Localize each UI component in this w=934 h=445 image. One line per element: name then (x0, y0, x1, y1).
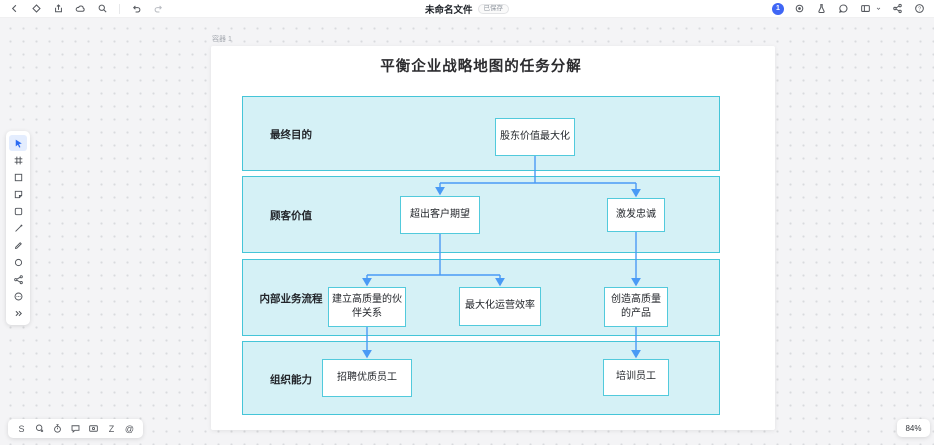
diagram-node[interactable]: 建立高质量的伙伴关系 (328, 287, 406, 327)
document-title-area: 未命名文件 已保存 (424, 0, 510, 18)
diagram-title[interactable]: 平衡企业战略地图的任务分解 (380, 59, 582, 75)
diagram-node[interactable]: 激发忠诚 (607, 198, 665, 232)
shapes-icon[interactable] (30, 2, 43, 15)
diagram-node[interactable]: 招聘优质员工 (322, 359, 412, 397)
more-tools-icon[interactable] (9, 288, 27, 304)
diagram-node[interactable]: 股东价值最大化 (495, 118, 575, 156)
left-tool-panel (6, 131, 30, 325)
timer-icon[interactable] (51, 422, 64, 435)
save-status-badge: 已保存 (477, 3, 510, 15)
top-toolbar: 未命名文件 已保存 1 ? (0, 0, 934, 18)
diagram-node[interactable]: 最大化运营效率 (459, 287, 541, 326)
diagram-node[interactable]: 培训员工 (603, 359, 669, 396)
expand-panel-icon[interactable] (9, 305, 27, 321)
topbar-right-group: 1 ? (772, 2, 926, 15)
search-icon[interactable] (96, 2, 109, 15)
pencil-tool-icon[interactable] (9, 237, 27, 253)
diagram-node[interactable]: 超出客户期望 (400, 196, 480, 234)
comment-icon[interactable] (837, 2, 850, 15)
screen-record-icon[interactable] (87, 422, 100, 435)
redo-icon[interactable] (152, 2, 165, 15)
artboard-frame[interactable]: 平衡企业战略地图的任务分解 最终目的 顾客价值 内部业务流程 组织能力 (211, 46, 775, 430)
shape-tool-icon[interactable] (9, 169, 27, 185)
cloud-sync-icon[interactable] (74, 2, 87, 15)
back-icon[interactable] (8, 2, 21, 15)
document-title[interactable]: 未命名文件 (424, 5, 473, 16)
chevron-down-icon[interactable] (875, 2, 882, 15)
lane-label[interactable]: 组织能力 (270, 374, 312, 386)
topbar-left-group (8, 2, 165, 15)
lane-label[interactable]: 顾客价值 (270, 210, 312, 222)
beta-flask-icon[interactable] (815, 2, 828, 15)
connector-tool-icon[interactable] (9, 271, 27, 287)
undo-icon[interactable] (130, 2, 143, 15)
lasso-select-icon[interactable] (33, 422, 46, 435)
help-icon[interactable]: ? (913, 2, 926, 15)
lane-label[interactable]: 内部业务流程 (259, 293, 323, 305)
comment-tool-icon[interactable] (69, 422, 82, 435)
topbar-divider (119, 3, 120, 14)
diagram-node[interactable]: 创造高质量的产品 (604, 287, 668, 327)
frame-label[interactable]: 容器 1 (212, 36, 232, 43)
canvas-background[interactable]: 容器 1 平衡企业战略地图的任务分解 最终目的 顾客价值 内部业务流程 组织能力 (0, 18, 934, 445)
frame-tool-icon[interactable] (9, 152, 27, 168)
card-tool-icon[interactable] (9, 203, 27, 219)
mention-icon[interactable]: @ (124, 423, 135, 434)
sticky-note-tool-icon[interactable] (9, 186, 27, 202)
locate-icon[interactable] (793, 2, 806, 15)
select-tool-icon[interactable] (9, 135, 27, 151)
user-avatar[interactable]: 1 (772, 2, 784, 15)
save-icon[interactable] (52, 2, 65, 15)
zoom-level-indicator[interactable]: 84% (897, 419, 930, 437)
lane-band-goal[interactable] (242, 96, 720, 171)
bottom-tool-panel: S Z @ (8, 419, 143, 438)
svg-text:?: ? (918, 6, 921, 12)
line-tool-icon[interactable] (9, 220, 27, 236)
layout-panel-icon[interactable] (859, 2, 872, 15)
ellipse-tool-icon[interactable] (9, 254, 27, 270)
share-icon[interactable] (891, 2, 904, 15)
laser-pointer-icon[interactable]: S (18, 423, 25, 434)
sequence-mode-icon[interactable]: Z (108, 423, 115, 434)
lane-label[interactable]: 最终目的 (270, 129, 312, 141)
